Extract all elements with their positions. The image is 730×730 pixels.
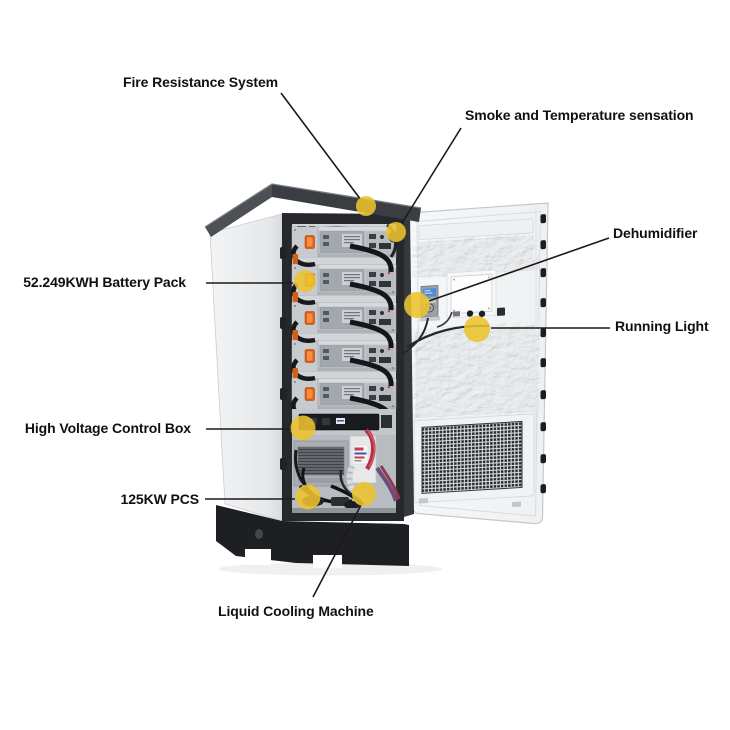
door-insulation-panel-top	[417, 235, 534, 278]
door-knob	[478, 310, 486, 318]
pcs-section	[292, 428, 401, 513]
ground-shadow	[218, 562, 442, 576]
leader-line-dehumidifier	[428, 237, 610, 302]
vent-grille	[421, 420, 523, 494]
liquid-cooling-machine-part	[344, 501, 360, 509]
door-insulation-panel-bottom	[415, 325, 535, 419]
leader-line-smoke-sensor	[401, 127, 462, 224]
leader-line-fire-resistance	[280, 92, 362, 201]
callout-label-battery-pack: 52.249KWH Battery Pack	[23, 274, 186, 290]
callout-dot-pcs	[295, 484, 321, 510]
callout-label-pcs: 125KW PCS	[120, 491, 200, 507]
plinth-base	[216, 505, 409, 568]
callout-dot-battery-pack	[294, 270, 316, 292]
callout-dot-liquid-cooling	[352, 482, 376, 506]
callout-label-running-light: Running Light	[615, 318, 709, 334]
callout-dot-smoke-sensor	[386, 222, 406, 242]
callout-label-high-voltage-control-box: High Voltage Control Box	[24, 420, 191, 436]
callout-label-smoke-temperature-sensor: Smoke and Temperature sensation	[465, 107, 694, 123]
cabinet-door	[408, 202, 549, 525]
callout-label-liquid-cooling-machine: Liquid Cooling Machine	[218, 603, 374, 619]
door-latch-dots	[540, 214, 546, 494]
door-knob	[466, 310, 474, 317]
door-socket	[497, 307, 505, 316]
cabinet-left-side	[209, 213, 283, 522]
frame-hinges	[280, 247, 287, 470]
callout-dot-dehumidifier	[404, 292, 430, 318]
door-top-strip-panel	[418, 218, 534, 241]
leader-line-liquid-cooling	[312, 504, 362, 598]
callout-dot-high-voltage-box	[290, 415, 316, 441]
door-junction-box	[450, 273, 493, 317]
callout-dot-running-light	[464, 316, 490, 342]
door-clip	[512, 501, 521, 508]
callout-dot-fire-resistance	[356, 196, 376, 216]
callout-label-fire-resistance-system: Fire Resistance System	[123, 74, 278, 90]
door-clip	[419, 498, 428, 504]
door-hinge-strip	[404, 214, 414, 517]
callout-label-dehumidifier: Dehumidifier	[613, 225, 698, 241]
